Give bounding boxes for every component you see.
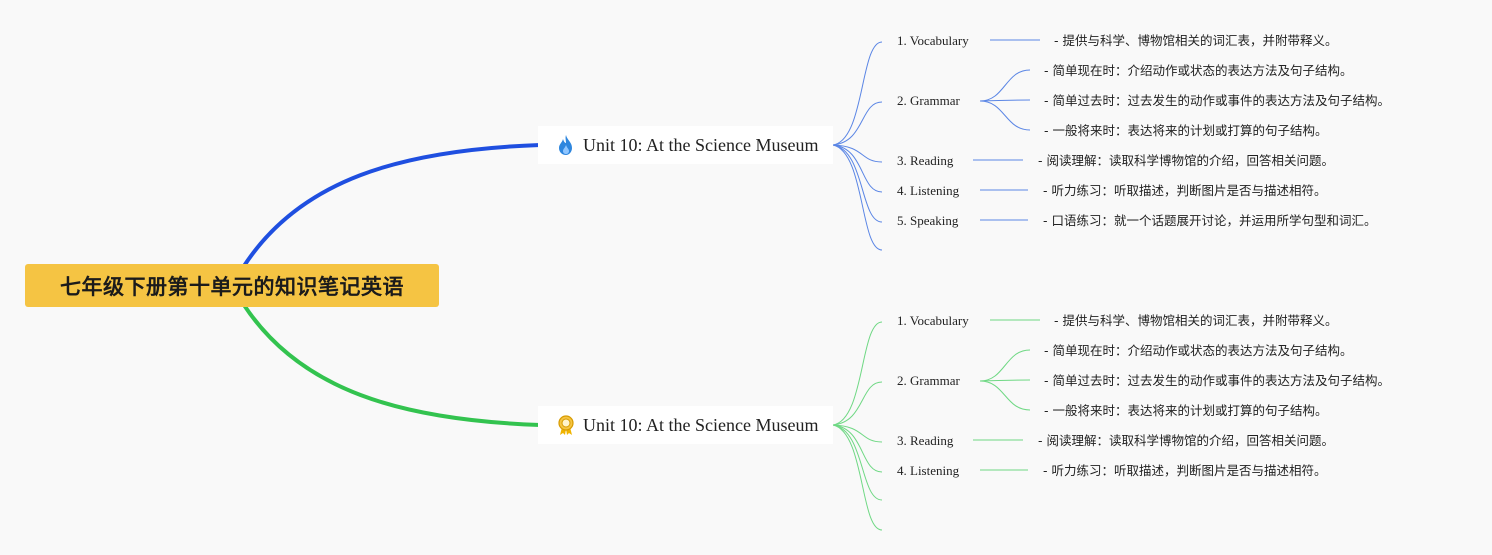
leaf-listening[interactable]: 4. Listening xyxy=(897,463,960,478)
branch-topic-1[interactable]: Unit 10: At the Science Museum xyxy=(538,126,833,164)
leaf-detail[interactable]: - 提供与科学、博物馆相关的词汇表，并附带释义。 xyxy=(1054,313,1338,328)
flame-icon xyxy=(555,134,577,156)
leaf-detail[interactable]: - 阅读理解：读取科学博物馆的介绍，回答相关问题。 xyxy=(1038,433,1334,448)
leaf-detail[interactable]: - 简单过去时：过去发生的动作或事件的表达方法及句子结构。 xyxy=(1044,93,1390,108)
branch-title-1: Unit 10: At the Science Museum xyxy=(583,134,819,155)
leaf-detail[interactable]: - 听力练习：听取描述，判断图片是否与描述相符。 xyxy=(1043,183,1327,198)
leaf-detail[interactable]: - 简单过去时：过去发生的动作或事件的表达方法及句子结构。 xyxy=(1044,373,1390,388)
branch-title-2: Unit 10: At the Science Museum xyxy=(583,414,819,435)
award-ribbon-icon xyxy=(555,414,577,436)
leaf-vocabulary[interactable]: 1. Vocabulary xyxy=(897,33,969,48)
leaf-reading[interactable]: 3. Reading xyxy=(897,433,954,448)
leaf-detail[interactable]: - 一般将来时：表达将来的计划或打算的句子结构。 xyxy=(1044,123,1328,138)
leaf-detail[interactable]: - 一般将来时：表达将来的计划或打算的句子结构。 xyxy=(1044,403,1328,418)
leaf-speaking[interactable]: 5. Speaking xyxy=(897,213,959,228)
leaf-detail[interactable]: - 提供与科学、博物馆相关的词汇表，并附带释义。 xyxy=(1054,33,1338,48)
leaf-detail[interactable]: - 听力练习：听取描述，判断图片是否与描述相符。 xyxy=(1043,463,1327,478)
leaf-grammar[interactable]: 2. Grammar xyxy=(897,373,960,388)
leaf-grammar[interactable]: 2. Grammar xyxy=(897,93,960,108)
leaf-reading[interactable]: 3. Reading xyxy=(897,153,954,168)
root-topic[interactable]: 七年级下册第十单元的知识笔记英语 xyxy=(25,264,439,307)
leaf-detail[interactable]: - 口语练习：就一个话题展开讨论，并运用所学句型和词汇。 xyxy=(1043,213,1377,228)
root-title: 七年级下册第十单元的知识笔记英语 xyxy=(60,274,404,299)
branch-topic-2[interactable]: Unit 10: At the Science Museum xyxy=(538,406,833,444)
leaf-detail[interactable]: - 阅读理解：读取科学博物馆的介绍，回答相关问题。 xyxy=(1038,153,1334,168)
leaf-detail[interactable]: - 简单现在时：介绍动作或状态的表达方法及句子结构。 xyxy=(1044,63,1353,78)
leaf-vocabulary[interactable]: 1. Vocabulary xyxy=(897,313,969,328)
leaf-listening[interactable]: 4. Listening xyxy=(897,183,960,198)
leaf-detail[interactable]: - 简单现在时：介绍动作或状态的表达方法及句子结构。 xyxy=(1044,343,1353,358)
